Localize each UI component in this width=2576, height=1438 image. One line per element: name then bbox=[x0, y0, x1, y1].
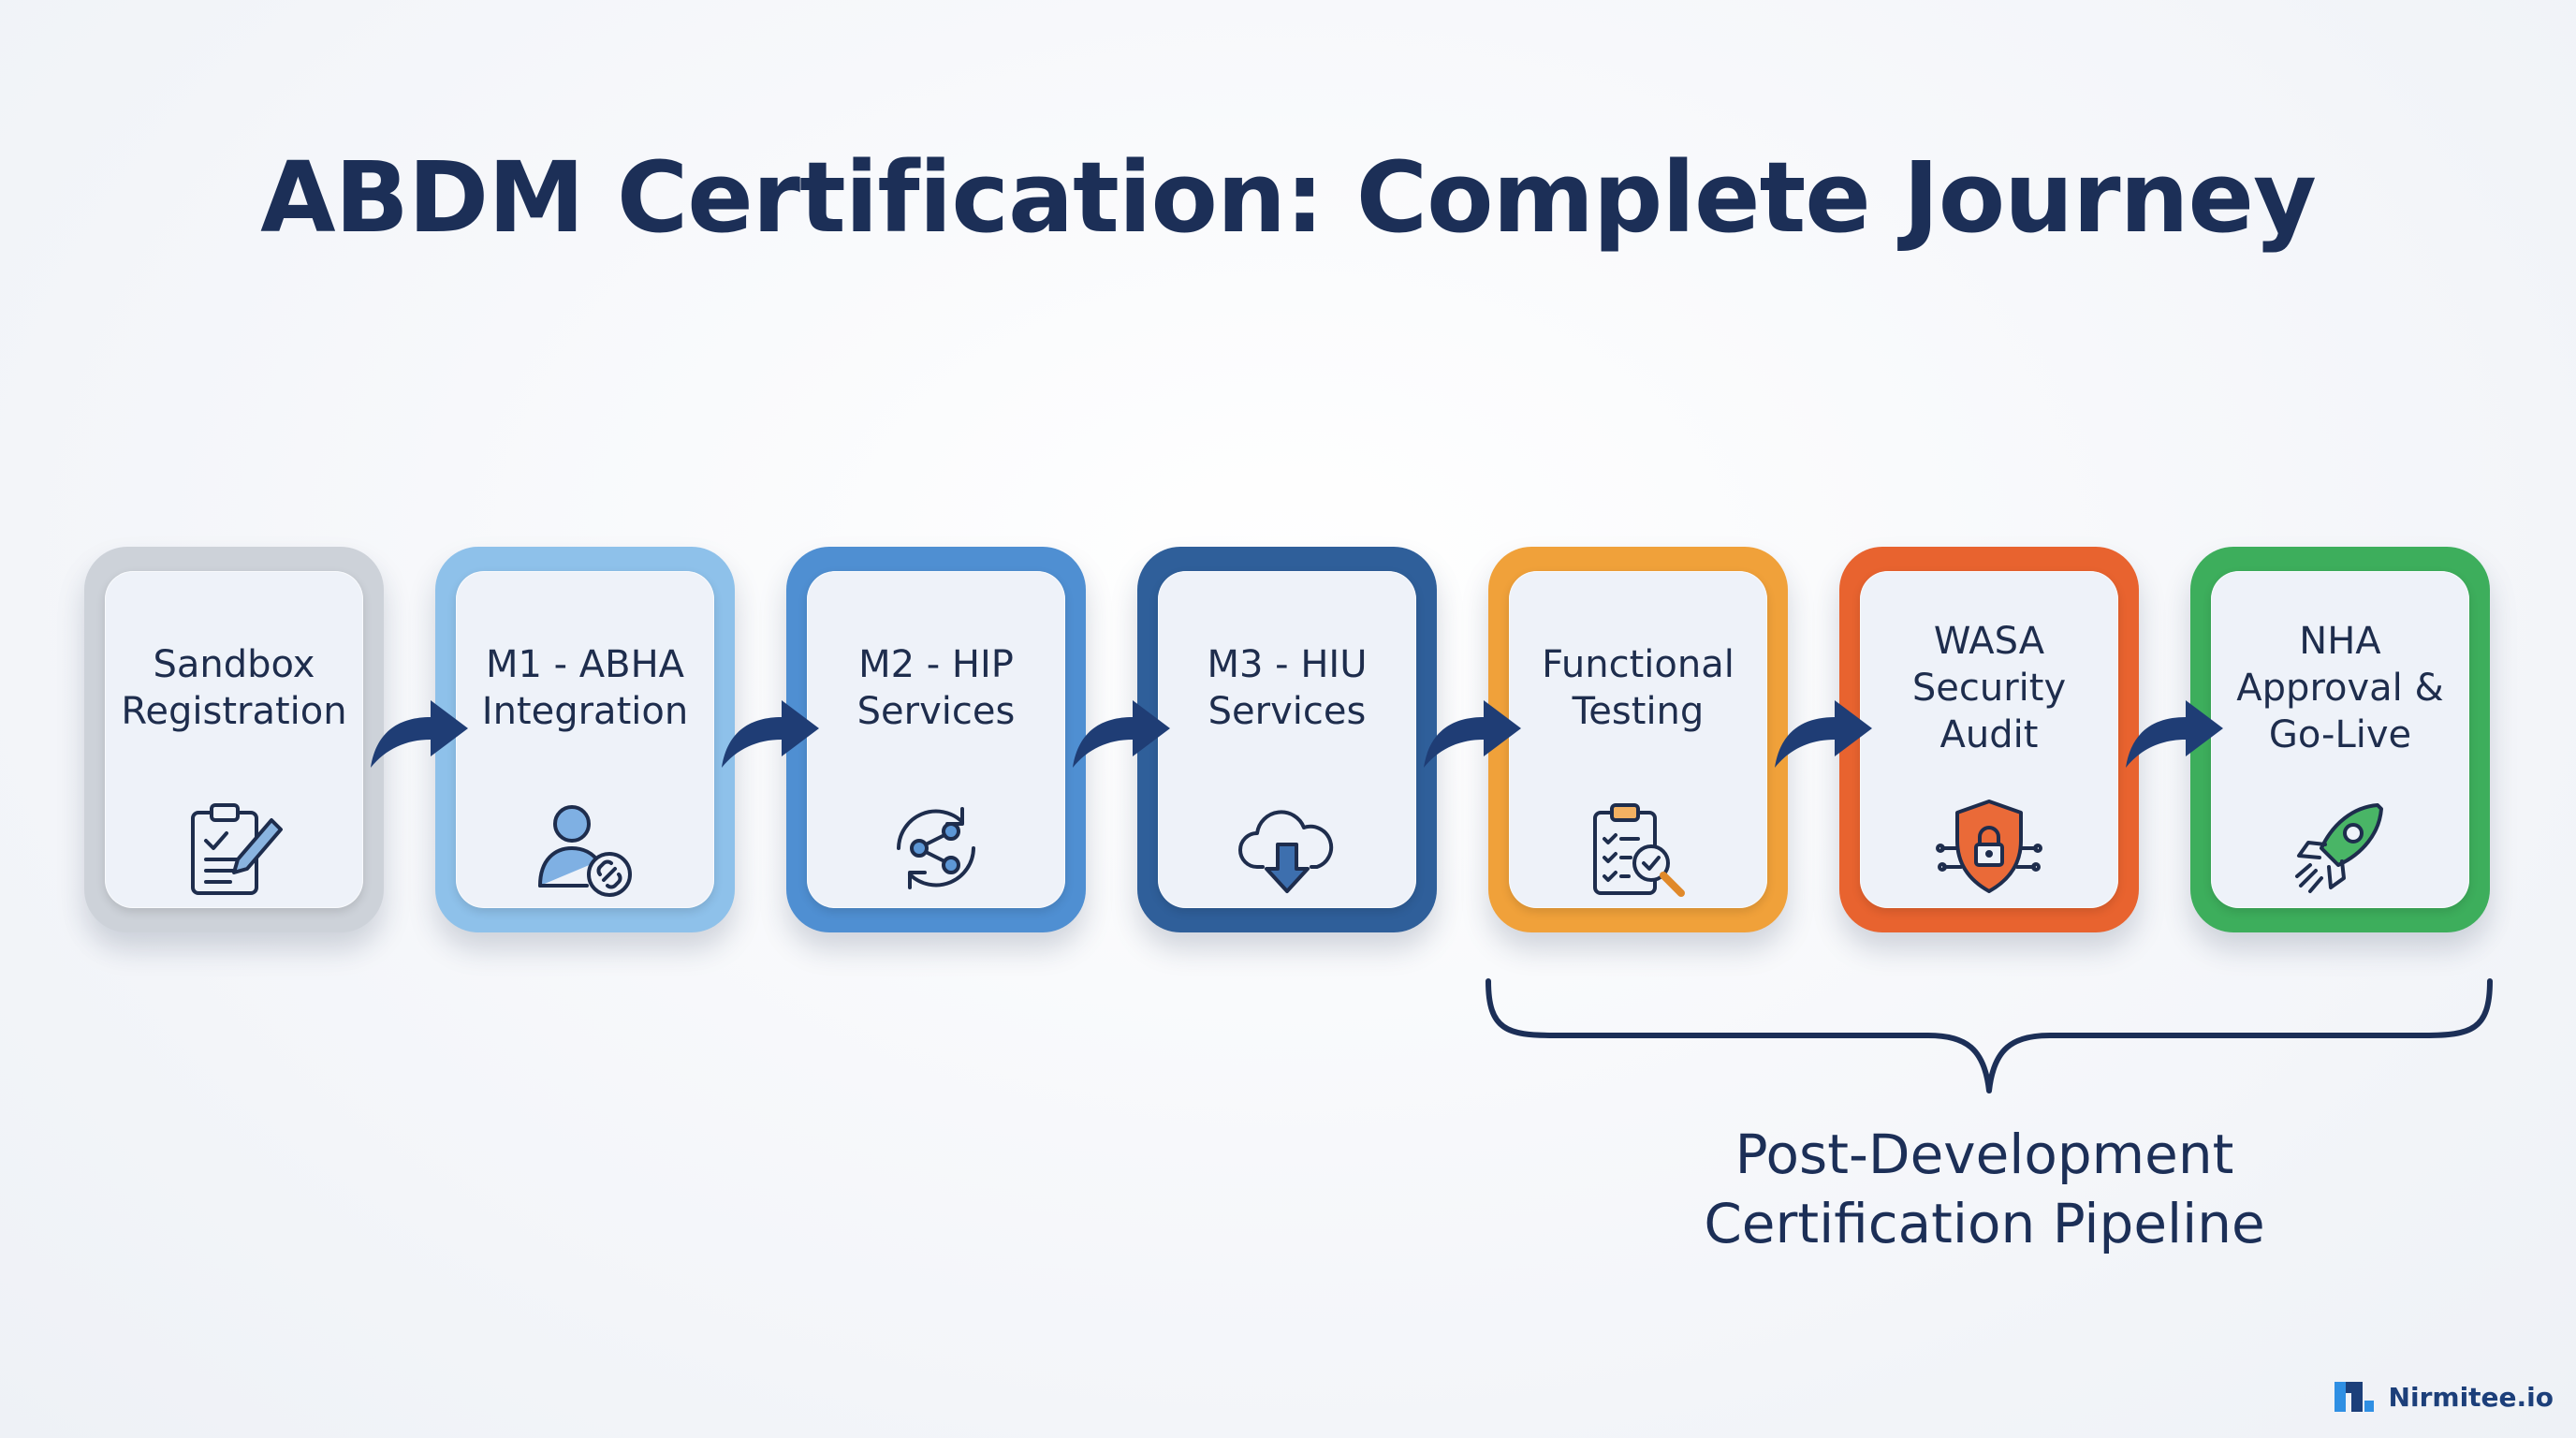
arrow-connector bbox=[1775, 700, 1872, 768]
checklist-magnifier-icon bbox=[1593, 803, 1685, 897]
step-card: M1 - ABHA Integration bbox=[456, 571, 714, 908]
nirmitee-logo-icon bbox=[2334, 1382, 2374, 1412]
step-card: M2 - HIP Services bbox=[807, 571, 1065, 908]
step-label: M3 - HIU Services bbox=[1207, 643, 1368, 733]
step-card: Sandbox Registration bbox=[105, 571, 363, 908]
step-card: Functional Testing bbox=[1509, 571, 1767, 908]
step-label: WASA Security Audit bbox=[1911, 620, 2067, 756]
step-wasa-security-audit: WASA Security Audit bbox=[1839, 547, 2139, 932]
share-sync-icon bbox=[897, 807, 975, 889]
step-label: Sandbox Registration bbox=[121, 643, 347, 733]
clipboard-checklist-pen-icon bbox=[191, 803, 283, 895]
pipeline-brace bbox=[1486, 978, 2493, 1093]
step-label: Functional Testing bbox=[1542, 643, 1734, 733]
user-link-icon bbox=[538, 805, 632, 897]
arrow-connector bbox=[722, 700, 819, 768]
step-card: NHA Approval & Go-Live bbox=[2211, 571, 2469, 908]
rocket-icon bbox=[2295, 803, 2383, 893]
brand-name: Nirmitee.io bbox=[2388, 1381, 2554, 1413]
step-nha-approval-go-live: NHA Approval & Go-Live bbox=[2190, 547, 2490, 932]
arrow-connector bbox=[371, 700, 468, 768]
arrow-connector bbox=[1073, 700, 1170, 768]
shield-lock-icon bbox=[1936, 800, 2042, 893]
step-label: M1 - ABHA Integration bbox=[481, 643, 689, 733]
step-m3-hiu-services: M3 - HIU Services bbox=[1137, 547, 1437, 932]
step-label: M2 - HIP Services bbox=[856, 643, 1016, 733]
step-sandbox-registration: Sandbox Registration bbox=[84, 547, 384, 932]
brand: Nirmitee.io bbox=[2333, 1376, 2554, 1417]
arrow-connector bbox=[1424, 700, 1521, 768]
step-m1-abha-integration: M1 - ABHA Integration bbox=[435, 547, 735, 932]
pipeline-label: Post-Development Certification Pipeline bbox=[1704, 1123, 2265, 1255]
step-card: WASA Security Audit bbox=[1860, 571, 2118, 908]
arrow-connector bbox=[2126, 700, 2223, 768]
step-functional-testing: Functional Testing bbox=[1488, 547, 1788, 932]
step-label: NHA Approval & Go-Live bbox=[2236, 620, 2444, 756]
cloud-download-icon bbox=[1238, 810, 1334, 893]
step-card: M3 - HIU Services bbox=[1158, 571, 1416, 908]
page-title: ABDM Certification: Complete Journey bbox=[260, 140, 2317, 255]
step-m2-hip-services: M2 - HIP Services bbox=[786, 547, 1086, 932]
